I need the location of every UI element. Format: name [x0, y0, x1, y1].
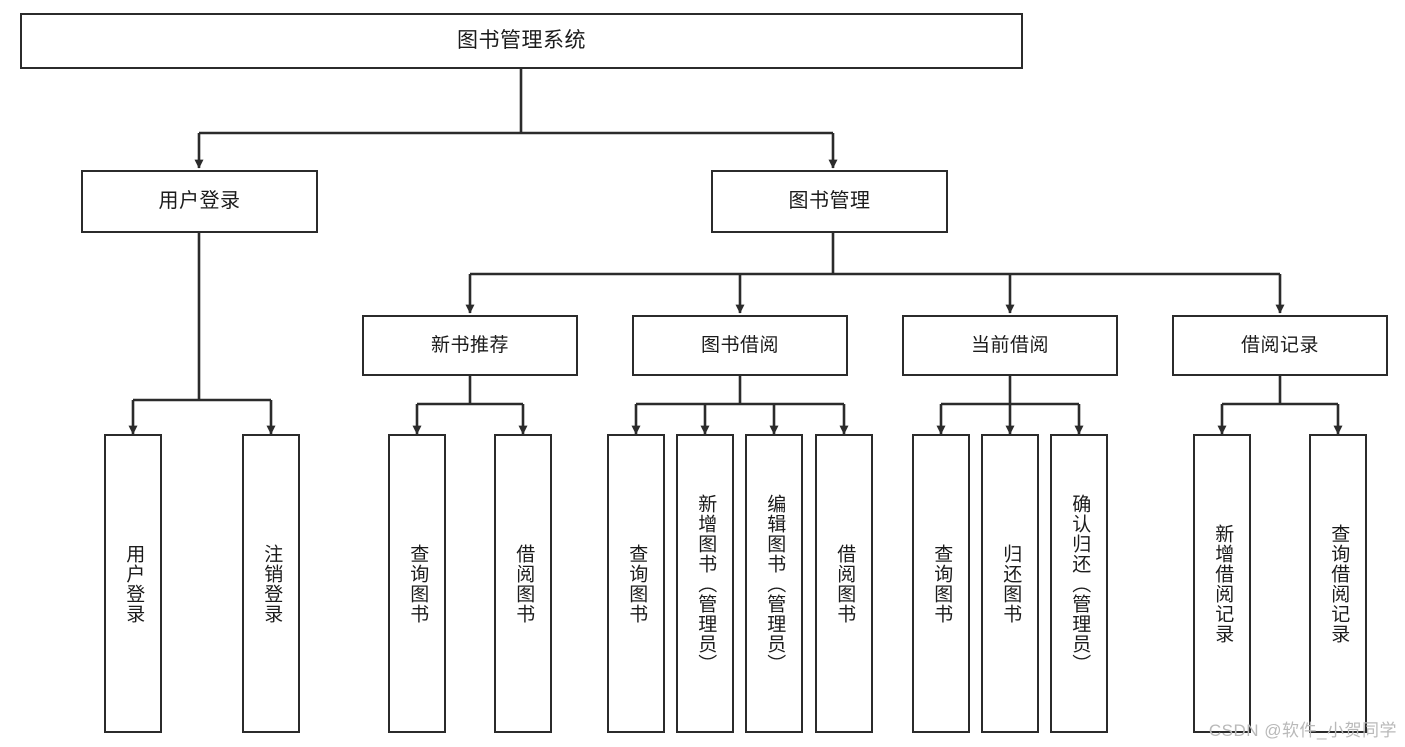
node-leaf-return-book[interactable]: 归还图书: [981, 434, 1039, 733]
node-leaf-edit-book-label: 编辑图书（管理员）: [764, 493, 786, 674]
node-leaf-borrow-book-1[interactable]: 借阅图书: [494, 434, 552, 733]
node-leaf-add-record-label: 新增借阅记录: [1212, 523, 1234, 644]
node-leaf-borrow-book-2-label: 借阅图书: [834, 543, 856, 624]
node-leaf-user-login-label: 用户登录: [123, 543, 145, 624]
node-leaf-query-record[interactable]: 查询借阅记录: [1309, 434, 1367, 733]
node-book-manage-label: 图书管理: [788, 190, 871, 213]
node-book-manage[interactable]: 图书管理: [711, 170, 948, 233]
node-leaf-confirm-return-label: 确认归还（管理员）: [1069, 493, 1091, 674]
watermark-text: CSDN @软件_小贺同学: [1208, 721, 1397, 740]
node-borrow-record[interactable]: 借阅记录: [1172, 315, 1388, 376]
node-root-label: 图书管理系统: [457, 29, 586, 53]
node-leaf-logout-label: 注销登录: [261, 543, 283, 624]
node-user-login[interactable]: 用户登录: [81, 170, 318, 233]
node-leaf-add-book-label: 新增图书（管理员）: [695, 493, 717, 674]
node-leaf-query-book-1[interactable]: 查询图书: [388, 434, 446, 733]
node-leaf-query-book-3-label: 查询图书: [931, 543, 953, 624]
node-leaf-query-book-2[interactable]: 查询图书: [607, 434, 665, 733]
node-leaf-edit-book[interactable]: 编辑图书（管理员）: [745, 434, 803, 733]
node-leaf-user-login[interactable]: 用户登录: [104, 434, 162, 733]
node-leaf-borrow-book-2[interactable]: 借阅图书: [815, 434, 873, 733]
node-user-login-label: 用户登录: [158, 190, 241, 213]
node-book-borrow-label: 图书借阅: [700, 334, 779, 356]
node-leaf-add-record[interactable]: 新增借阅记录: [1193, 434, 1251, 733]
node-leaf-query-book-1-label: 查询图书: [407, 543, 429, 624]
node-new-book-rec-label: 新书推荐: [430, 334, 509, 356]
node-leaf-confirm-return[interactable]: 确认归还（管理员）: [1050, 434, 1108, 733]
node-leaf-add-book[interactable]: 新增图书（管理员）: [676, 434, 734, 733]
node-borrow-record-label: 借阅记录: [1240, 334, 1319, 356]
node-current-borrow[interactable]: 当前借阅: [902, 315, 1118, 376]
node-leaf-return-book-label: 归还图书: [1000, 543, 1022, 624]
node-leaf-borrow-book-1-label: 借阅图书: [513, 543, 535, 624]
node-leaf-query-book-2-label: 查询图书: [626, 543, 648, 624]
node-root[interactable]: 图书管理系统: [20, 13, 1023, 69]
node-book-borrow[interactable]: 图书借阅: [632, 315, 848, 376]
node-leaf-logout[interactable]: 注销登录: [242, 434, 300, 733]
node-current-borrow-label: 当前借阅: [970, 334, 1049, 356]
node-leaf-query-record-label: 查询借阅记录: [1328, 523, 1350, 644]
node-leaf-query-book-3[interactable]: 查询图书: [912, 434, 970, 733]
node-new-book-rec[interactable]: 新书推荐: [362, 315, 578, 376]
